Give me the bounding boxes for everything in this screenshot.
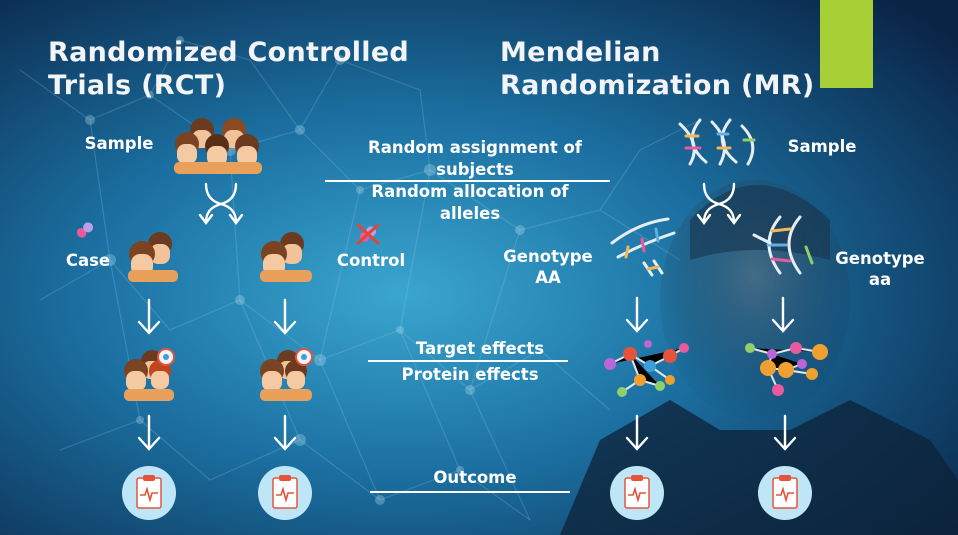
protein-effects-label: Protein effects	[401, 365, 539, 384]
control-label: Control	[336, 251, 406, 270]
outcome-label: Outcome	[433, 468, 517, 487]
genotype-AA-label: Genotype AA	[503, 247, 593, 287]
outcome-clipboard-icon	[610, 466, 664, 520]
outcome-clipboard-icon	[122, 466, 176, 520]
accent-bar	[820, 0, 873, 88]
dna-aa-icon	[752, 215, 814, 275]
split-arrow-icon	[696, 182, 742, 225]
control-people-icon	[260, 232, 312, 282]
divider	[368, 360, 568, 362]
down-arrow-icon	[137, 414, 161, 451]
rct-sample-label: Sample	[84, 134, 154, 153]
mr-sample-label: Sample	[787, 137, 857, 156]
divider	[370, 491, 570, 493]
genotype-aa-label: Genotype aa	[835, 249, 925, 289]
down-arrow-icon	[773, 414, 797, 451]
control-treated-people-icon	[260, 348, 313, 401]
no-pill-icon	[356, 223, 380, 245]
down-arrow-icon	[273, 414, 297, 451]
down-arrow-icon	[137, 298, 161, 335]
case-people-icon	[128, 232, 178, 282]
molecule-AA-icon	[604, 340, 689, 397]
dna-icon	[678, 118, 756, 166]
pill-icon	[76, 222, 94, 238]
down-arrow-icon	[273, 298, 297, 335]
split-arrow-icon	[198, 182, 244, 225]
outcome-clipboard-icon	[258, 466, 312, 520]
molecule-aa-icon	[745, 342, 828, 396]
divider	[325, 180, 610, 182]
mr-title: Mendelian Randomization (MR)	[500, 37, 815, 101]
random-allocation-label: Random allocation of alleles	[371, 182, 569, 223]
outcome-clipboard-icon	[758, 466, 812, 520]
rct-title: Randomized Controlled Trials (RCT)	[48, 37, 410, 101]
down-arrow-icon	[625, 296, 649, 333]
down-arrow-icon	[771, 296, 795, 333]
random-assignment-label: Random assignment of subjects	[368, 138, 582, 179]
sample-people-icon	[174, 118, 262, 174]
case-label: Case	[65, 251, 111, 270]
down-arrow-icon	[625, 414, 649, 451]
target-effects-label: Target effects	[415, 339, 545, 358]
case-treated-people-icon	[124, 348, 175, 401]
dna-AA-icon	[610, 217, 676, 277]
